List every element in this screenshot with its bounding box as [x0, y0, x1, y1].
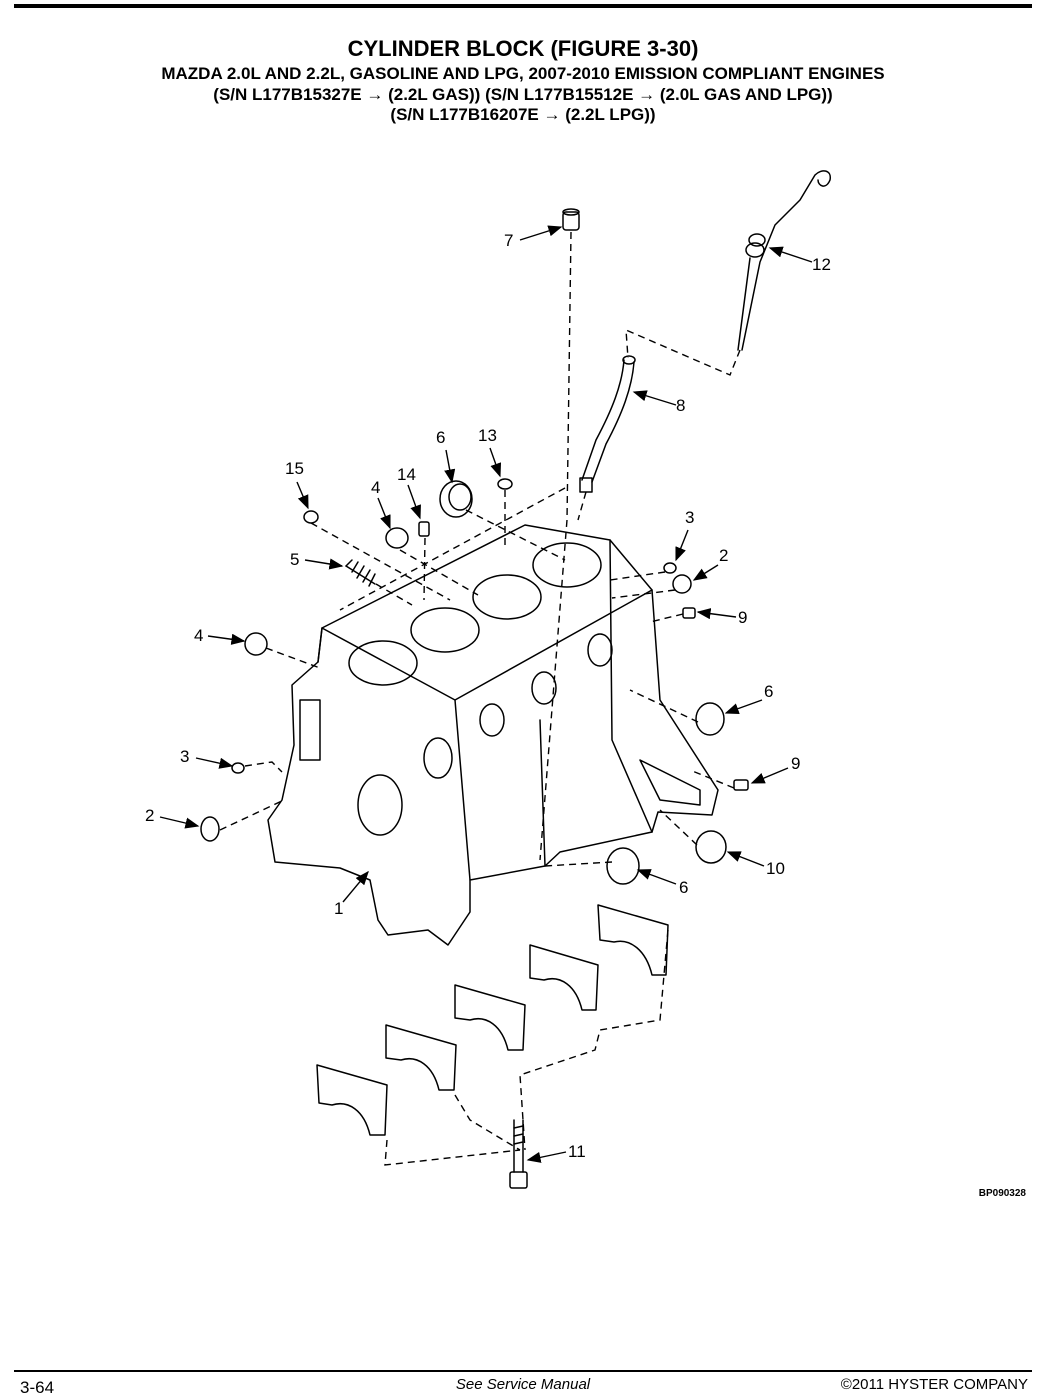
plug-3-left	[231, 762, 245, 774]
dipstick	[737, 170, 831, 351]
callout-1: 1	[334, 899, 343, 918]
callout-13: 13	[478, 426, 497, 445]
callout-6-top: 6	[436, 428, 445, 447]
page-number: 3-64	[20, 1378, 55, 1397]
figure-code: BP090328	[978, 1188, 1026, 1199]
copyright: ©2011 HYSTER COMPANY	[840, 1376, 1028, 1393]
callout-labels: 7 12 8 6 13 15 4 14 3 2 9 5 4 6 3 9 2 10…	[145, 231, 831, 1161]
callout-9-top: 9	[738, 608, 747, 627]
callout-6-right: 6	[764, 682, 773, 701]
dowel-9-top	[682, 607, 696, 619]
main-bearing-bores	[357, 633, 613, 836]
callout-15: 15	[285, 459, 304, 478]
callout-9-bottom: 9	[791, 754, 800, 773]
seal-2-right	[672, 574, 692, 594]
main-bearing-caps	[316, 904, 669, 1136]
bolt-11	[509, 1119, 528, 1189]
plug-7	[562, 208, 580, 231]
bottom-rule	[14, 1370, 1032, 1372]
dowel-9-bottom	[733, 779, 749, 791]
top-rule	[14, 4, 1032, 8]
callout-11: 11	[568, 1142, 586, 1161]
footer-note: See Service Manual	[455, 1376, 591, 1393]
callout-2-right: 2	[719, 546, 728, 565]
stud-14	[418, 521, 430, 537]
callout-5: 5	[290, 550, 299, 569]
callout-7: 7	[504, 231, 513, 250]
spring-5	[345, 559, 376, 587]
callout-12: 12	[812, 255, 831, 274]
cap-4-left	[244, 632, 268, 656]
plug-3-right	[663, 562, 677, 574]
callout-3-right: 3	[685, 508, 694, 527]
seal-6-right	[695, 702, 725, 736]
callout-4-top: 4	[371, 478, 380, 497]
callout-10: 10	[766, 859, 785, 878]
callout-3-left: 3	[180, 747, 189, 766]
seal-6-bottom	[606, 847, 640, 885]
figure-subtitle: MAZDA 2.0L AND 2.2L, GASOLINE AND LPG, 2…	[161, 64, 885, 84]
seal-2-left	[200, 816, 220, 842]
callout-14: 14	[397, 465, 416, 484]
cap-4-top	[385, 527, 409, 549]
callout-2-left: 2	[145, 806, 154, 825]
serial-line-1: (S/N L177B15327E → (2.2L GAS)) (S/N L177…	[213, 84, 833, 104]
plug-13	[497, 478, 513, 490]
dipstick-tube	[579, 355, 636, 493]
serial-line-2: (S/N L177B16207E → (2.2L LPG))	[390, 105, 656, 125]
seal-6-top	[439, 480, 473, 518]
seal-10	[695, 830, 727, 864]
figure-title: CYLINDER BLOCK (FIGURE 3-30)	[347, 36, 699, 61]
title-block: CYLINDER BLOCK (FIGURE 3-30) MAZDA 2.0L …	[0, 36, 1046, 126]
fitting-15	[303, 510, 319, 524]
callout-4-left: 4	[194, 626, 203, 645]
leader-arrows	[159, 225, 813, 1163]
callout-8: 8	[676, 396, 685, 415]
cylinder-block	[267, 524, 719, 946]
assembly-lines	[219, 231, 741, 1166]
callout-6-bottom: 6	[679, 878, 688, 897]
cylinder-bores	[348, 542, 602, 686]
